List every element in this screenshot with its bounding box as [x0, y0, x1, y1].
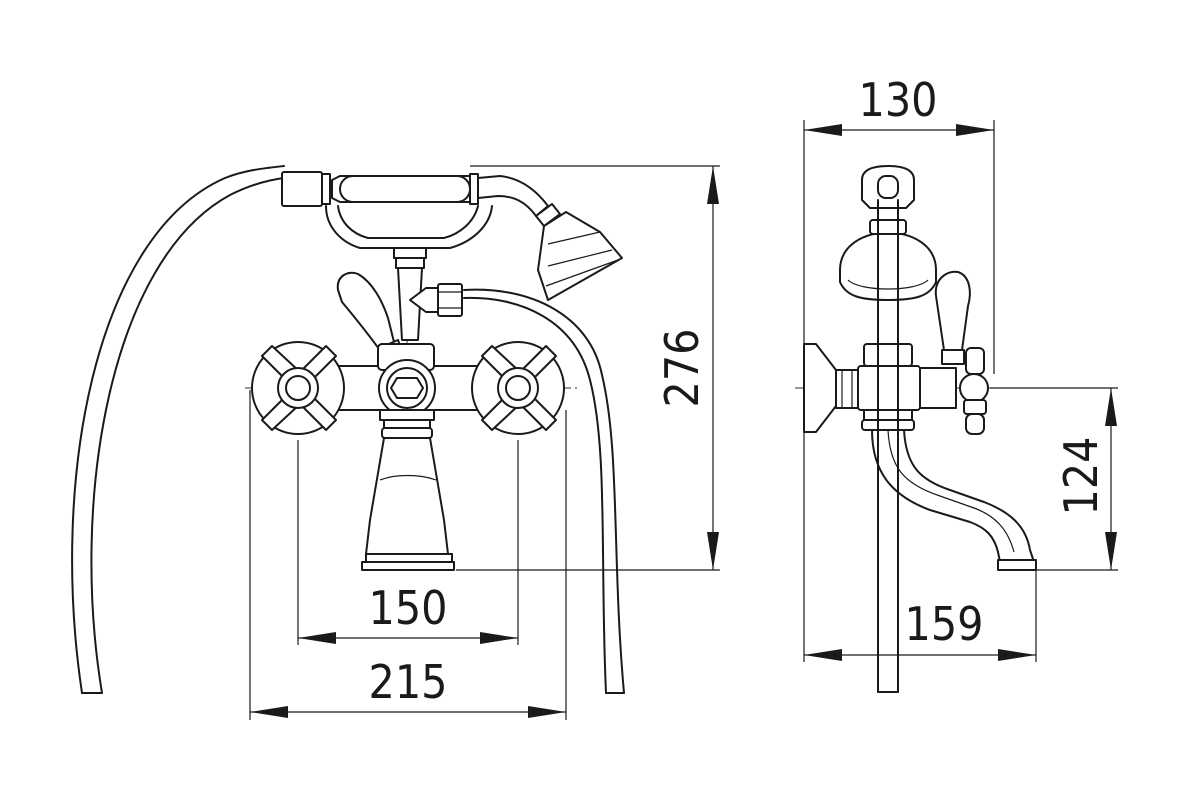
- side-spout: [871, 429, 1037, 571]
- dim-150: 150: [297, 440, 519, 645]
- wall-flange: [803, 343, 859, 433]
- side-view: 130 124 159: [795, 73, 1118, 693]
- dim-276-label: 276: [655, 329, 709, 408]
- dim-130: 130: [803, 73, 995, 374]
- right-cross-handle: [471, 341, 565, 435]
- spout: [361, 437, 455, 571]
- hand-shower: [281, 171, 623, 301]
- mixer-body: [329, 343, 491, 439]
- hose-connector: [409, 283, 463, 317]
- dim-159-label: 159: [905, 597, 984, 651]
- dim-276: 276: [456, 165, 720, 571]
- dim-215: 215: [249, 390, 567, 720]
- side-body: [857, 343, 957, 431]
- side-lever: [934, 270, 989, 435]
- dim-124: 124: [990, 387, 1118, 571]
- shower-hose: [71, 165, 625, 694]
- shower-cradle: [325, 205, 493, 341]
- dim-159: 159: [803, 432, 1037, 662]
- dim-130-label: 130: [859, 73, 938, 127]
- dim-215-label: 215: [369, 655, 448, 709]
- dim-150-label: 150: [369, 581, 448, 635]
- left-cross-handle: [251, 341, 345, 435]
- side-shower-head: [839, 165, 937, 301]
- side-hose: [877, 199, 899, 693]
- front-view: 276 150 215: [71, 165, 720, 720]
- dim-124-label: 124: [1054, 437, 1108, 516]
